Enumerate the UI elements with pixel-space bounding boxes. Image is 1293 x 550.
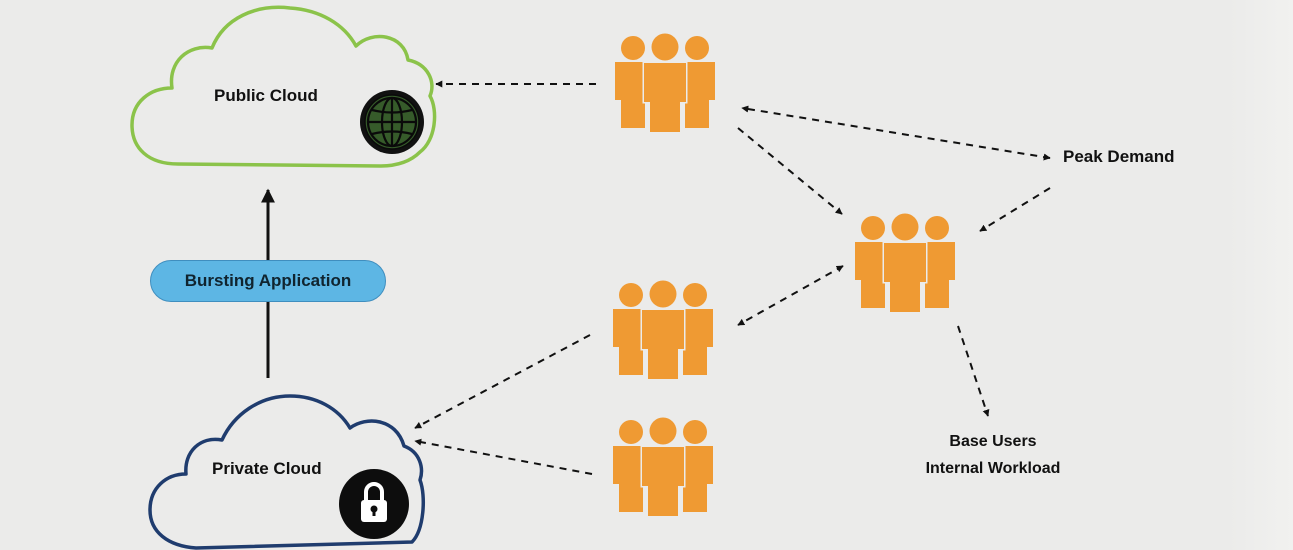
- connector-top-users-to-center-users: [737, 127, 843, 215]
- user-group-icon: [853, 212, 957, 314]
- base-users-line: Base Users: [949, 433, 1037, 450]
- internal-workload-line: Internal Workload: [925, 460, 1061, 477]
- bursting-application-label: Bursting Application: [184, 271, 352, 290]
- globe-icon: [360, 90, 424, 154]
- connector-center-users-mid-users: [737, 265, 844, 326]
- bursting-application-badge: Bursting Application: [150, 260, 386, 302]
- base-users-label: Base Users Internal Workload: [908, 428, 1078, 482]
- user-group-icon: [613, 32, 717, 134]
- user-group-icon: [611, 279, 715, 381]
- user-group-icon: [611, 416, 715, 518]
- public-cloud-outline: [130, 5, 437, 168]
- lock-icon: [339, 469, 409, 539]
- connector-mid-users-to-private-cloud: [414, 334, 591, 429]
- connector-peak-demand-to-center-users: [979, 187, 1051, 232]
- connector-bottom-users-to-private-cloud: [414, 438, 593, 475]
- peak-demand-label: Peak Demand: [1063, 147, 1175, 166]
- connector-center-users-to-base-users: [957, 325, 990, 417]
- public-cloud-label: Public Cloud: [214, 86, 318, 105]
- private-cloud-label: Private Cloud: [212, 459, 322, 478]
- connector-top-users-peak-demand: [741, 105, 1051, 161]
